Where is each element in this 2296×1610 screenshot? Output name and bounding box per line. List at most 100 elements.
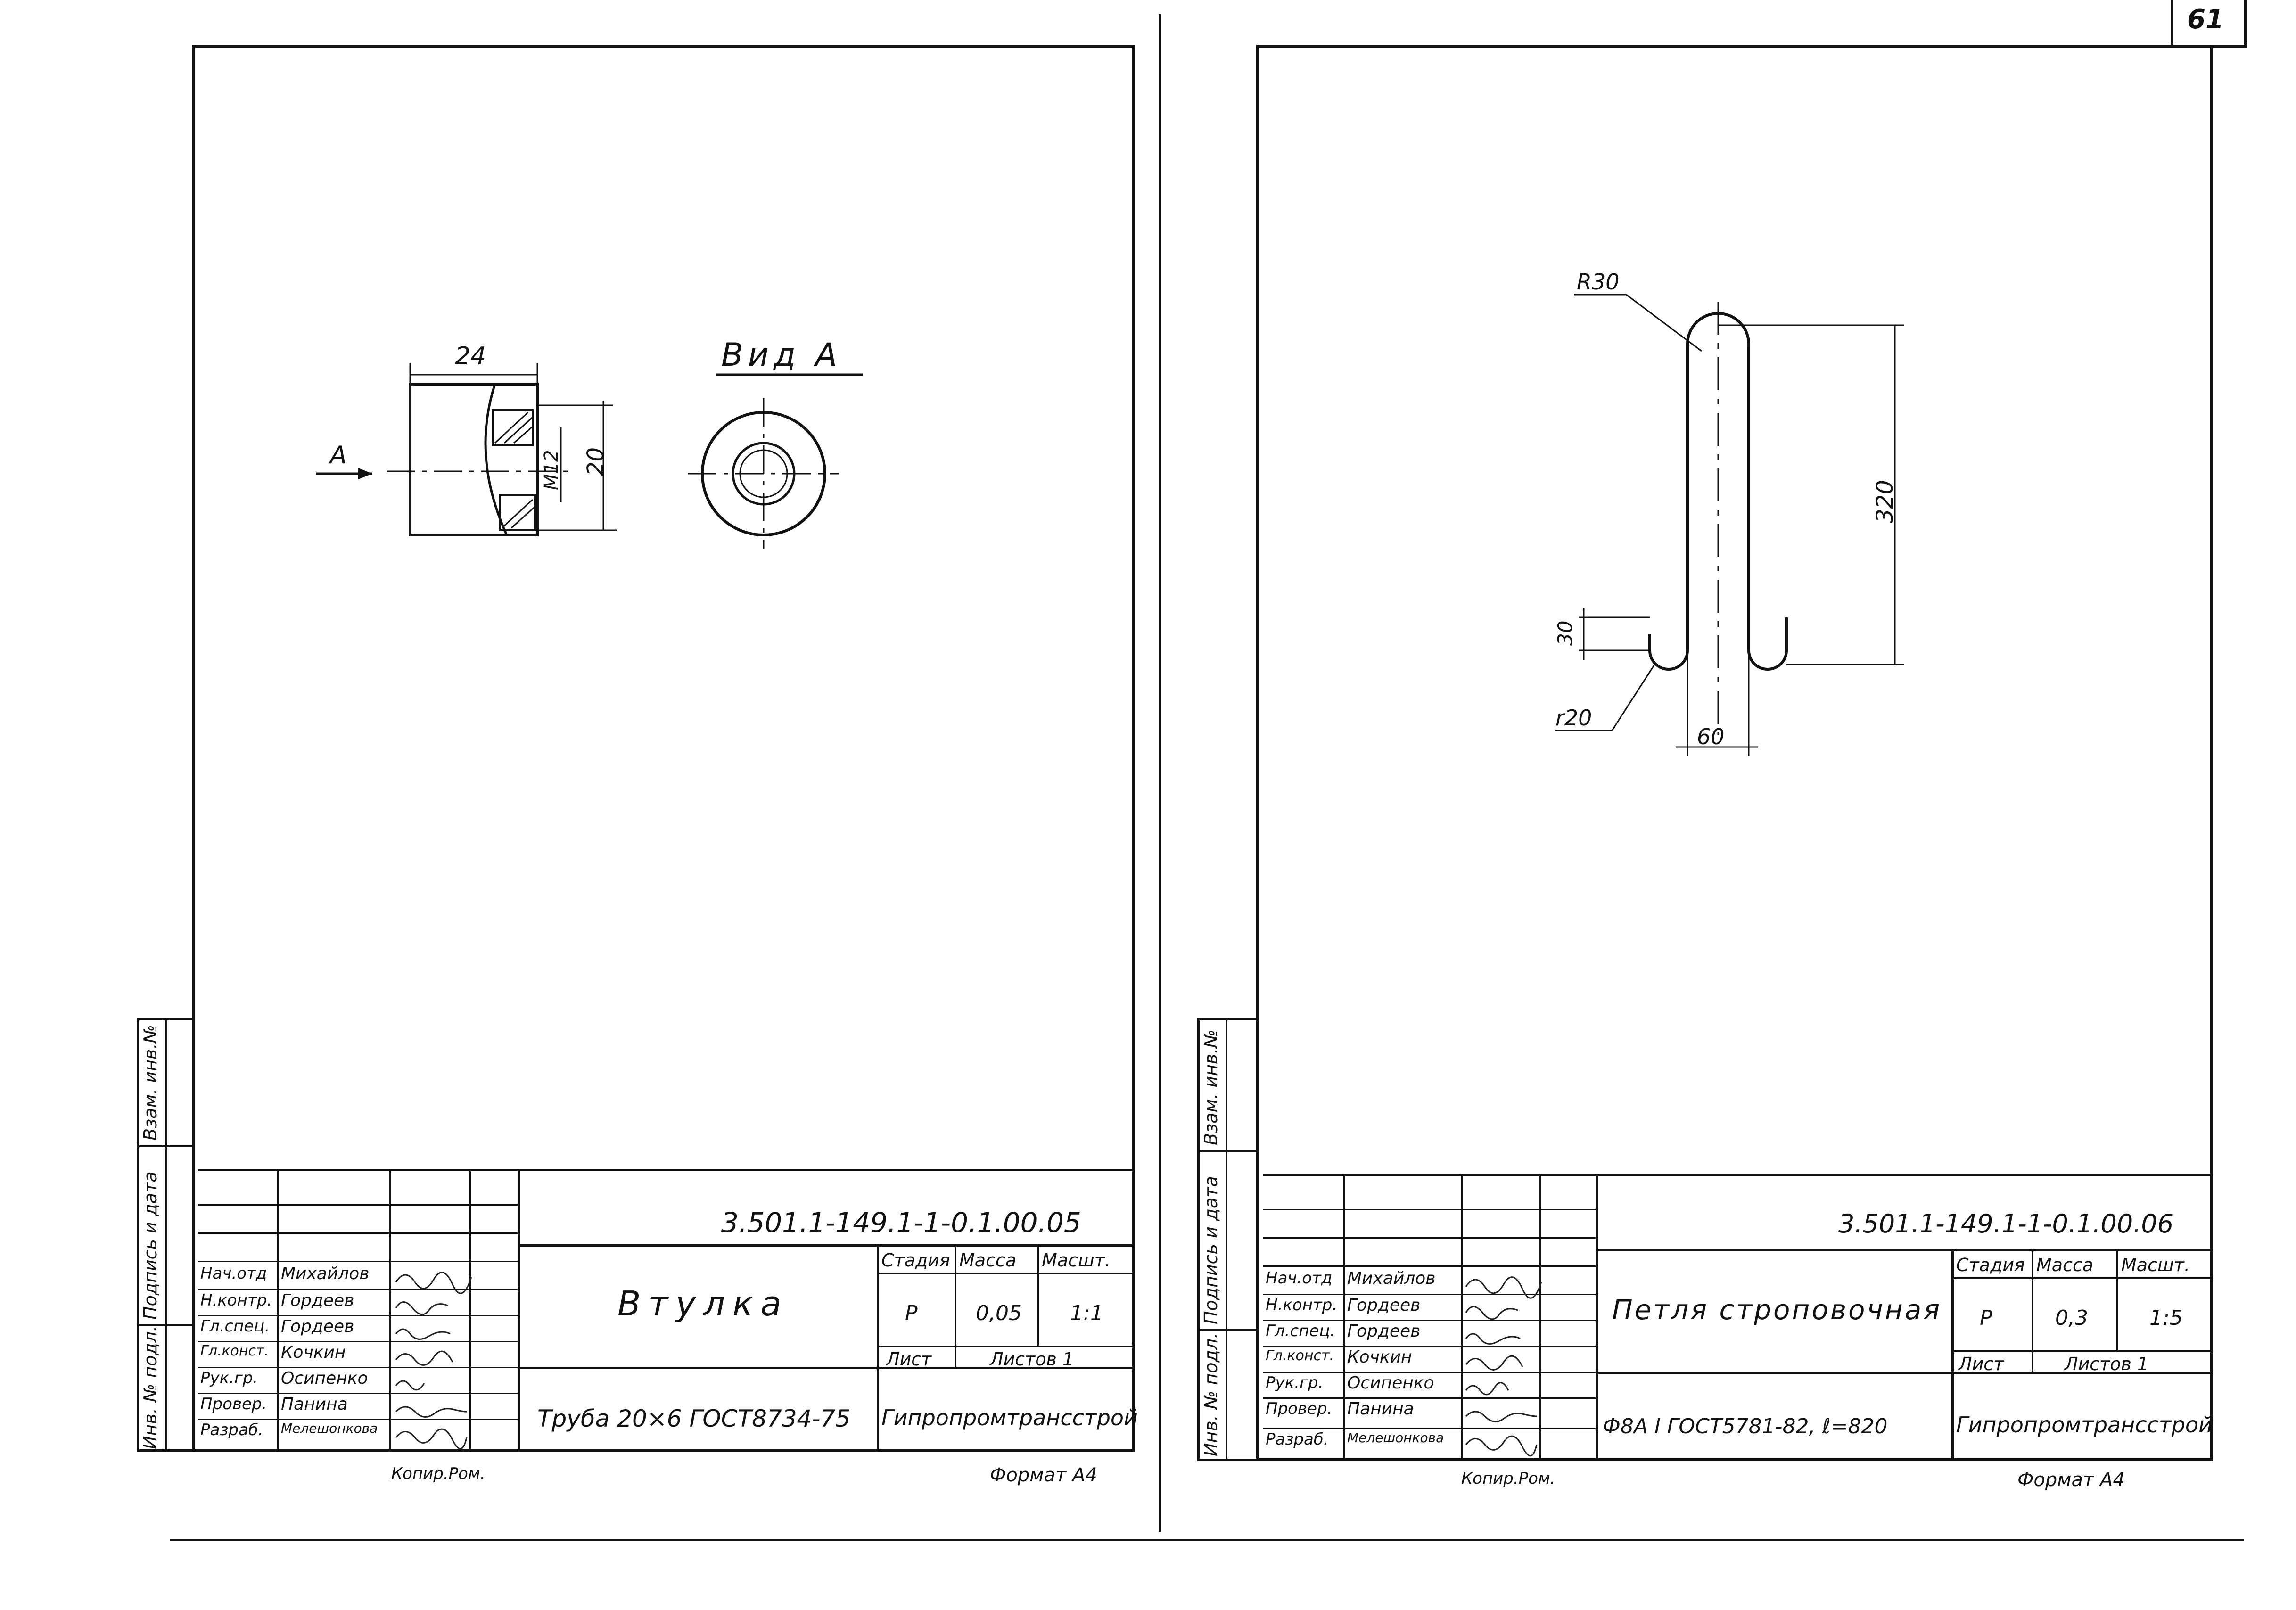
right-material: Ф8А I ГОСТ5781-82, ℓ=820	[1603, 1414, 1888, 1438]
right-sheet-label: Лист	[1959, 1354, 2004, 1374]
right-staff-role: Гл.конст.	[1266, 1347, 1334, 1364]
right-grid-hline	[1597, 1372, 2213, 1374]
left-grid-vline	[277, 1169, 279, 1452]
right-organization: Гипропромтрансстрой	[1956, 1412, 2213, 1438]
right-scale-label: Масшт.	[2121, 1255, 2190, 1275]
right-staff-role: Провер.	[1266, 1399, 1333, 1418]
right-staff-name: Панина	[1347, 1399, 1414, 1419]
left-side-stamp-divider	[165, 1018, 167, 1452]
left-staff-name: Мелешонкова	[281, 1421, 378, 1436]
left-side-stamp-divider	[137, 1324, 195, 1326]
left-grid-vline	[1037, 1244, 1039, 1346]
right-grid-hline	[1263, 1372, 1597, 1373]
right-dim-width: 60	[1697, 724, 1725, 749]
right-grid-vline	[1539, 1174, 1541, 1461]
left-staff-role: Нач.отд	[200, 1264, 267, 1283]
left-staff-role: Гл.спец.	[200, 1317, 270, 1336]
left-side-stamp-divider	[137, 1145, 195, 1147]
left-stage-label: Стадия	[881, 1250, 950, 1271]
left-staff-name: Гордеев	[281, 1291, 354, 1310]
left-grid-hline	[877, 1346, 1135, 1347]
left-staff-name: Михайлов	[281, 1264, 370, 1283]
right-staff-role: Разраб.	[1266, 1430, 1329, 1449]
right-grid-hline	[1263, 1237, 1597, 1239]
right-staff-name: Осипенко	[1347, 1373, 1434, 1393]
left-grid-vline	[877, 1244, 879, 1452]
right-stage-label: Стадия	[1956, 1255, 2025, 1275]
right-grid-hline	[1263, 1320, 1597, 1321]
left-grid-hline	[518, 1244, 1135, 1247]
left-title-block	[198, 1169, 1135, 1454]
left-grid-hline	[198, 1232, 518, 1234]
left-material: Труба 20×6 ГОСТ8734-75	[537, 1405, 851, 1432]
right-sheet-frame	[1256, 45, 2213, 1461]
left-grid-hline	[518, 1367, 1135, 1369]
right-title-block	[1263, 1174, 2213, 1463]
page-number: 61	[2187, 4, 2224, 35]
right-grid-hline	[1597, 1249, 2213, 1251]
left-staff-name: Осипенко	[281, 1369, 368, 1388]
right-grid-vline	[1596, 1174, 1598, 1461]
left-format: Формат А4	[990, 1464, 1097, 1486]
left-staff-role: Разраб.	[200, 1421, 263, 1439]
left-scale: 1:1	[1070, 1301, 1103, 1325]
left-grid-hline	[198, 1315, 518, 1316]
left-grid-vline	[389, 1169, 391, 1452]
right-staff-role: Рук.гр.	[1266, 1373, 1324, 1392]
left-mass-label: Масса	[959, 1250, 1017, 1271]
left-mass: 0,05	[976, 1301, 1022, 1325]
left-view-label: Вид А	[721, 337, 842, 374]
right-stage: Р	[1980, 1306, 1992, 1330]
left-sheet-frame	[192, 45, 1135, 1452]
right-staff-name: Гордеев	[1347, 1296, 1421, 1315]
right-grid-vline	[1951, 1249, 1954, 1461]
right-grid-vline	[2032, 1249, 2033, 1374]
right-side-stamp	[1197, 1018, 1259, 1461]
left-copied: Копир.Ром.	[391, 1464, 486, 1483]
left-grid-hline	[877, 1273, 1135, 1274]
left-staff-name: Панина	[281, 1395, 348, 1414]
left-sheets-label: Листов 1	[990, 1349, 1074, 1370]
right-staff-role: Н.контр.	[1266, 1296, 1338, 1314]
left-sheet-label: Лист	[886, 1349, 932, 1370]
left-staff-name: Кочкин	[281, 1343, 346, 1362]
left-designation: 3.501.1-149.1-1-0.1.00.05	[721, 1207, 1081, 1239]
right-grid-hline	[1263, 1397, 1597, 1399]
right-grid-hline	[1951, 1277, 2213, 1279]
right-grid-hline	[1263, 1265, 1597, 1267]
right-side-stamp-divider	[1226, 1018, 1227, 1461]
right-grid-hline	[1263, 1294, 1597, 1295]
right-dim-radius-bottom: r20	[1555, 705, 1592, 731]
left-grid-hline	[198, 1367, 518, 1368]
left-grid-hline	[198, 1419, 518, 1420]
right-title: Петля строповочная	[1612, 1294, 1942, 1326]
right-sheets-label: Листов 1	[2065, 1354, 2149, 1374]
left-grid-vline	[469, 1169, 471, 1452]
left-grid-hline	[198, 1341, 518, 1342]
right-mass: 0,3	[2055, 1306, 2088, 1330]
right-grid-hline	[1263, 1346, 1597, 1347]
left-scale-label: Масшт.	[1042, 1250, 1111, 1271]
right-grid-hline	[1263, 1428, 1597, 1429]
left-arrow-label: А	[330, 441, 347, 469]
bottom-page-line	[170, 1539, 2244, 1541]
right-staff-name: Мелешонкова	[1347, 1430, 1444, 1446]
left-staff-role: Гл.конст.	[200, 1343, 269, 1359]
left-staff-role: Рук.гр.	[200, 1369, 258, 1388]
right-scale: 1:5	[2149, 1306, 2183, 1330]
left-staff-name: Гордеев	[281, 1317, 354, 1336]
right-staff-role: Нач.отд	[1266, 1269, 1333, 1288]
right-staff-role: Гл.спец.	[1266, 1322, 1335, 1340]
left-grid-hline	[198, 1393, 518, 1394]
left-organization: Гипропромтрансстрой	[881, 1405, 1138, 1430]
left-staff-role: Н.контр.	[200, 1291, 272, 1310]
right-mass-label: Масса	[2036, 1255, 2094, 1275]
left-title: Втулка	[617, 1284, 789, 1323]
right-dim-radius-top: R30	[1577, 269, 1620, 295]
left-dim-length: 24	[455, 342, 486, 370]
right-grid-vline	[2116, 1249, 2118, 1350]
right-staff-name: Михайлов	[1347, 1269, 1436, 1288]
left-grid-hline	[198, 1261, 518, 1262]
